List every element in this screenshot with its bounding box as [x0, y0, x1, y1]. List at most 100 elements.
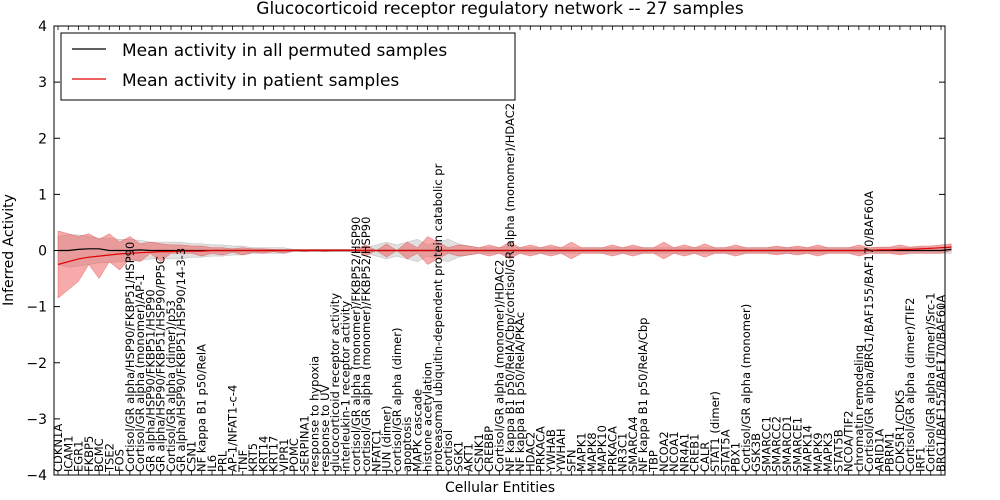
x-category-label: VIPR1 [277, 438, 291, 472]
x-category-label: NR4A1 [677, 433, 691, 472]
series-lines [57, 246, 952, 266]
y-tick-label: −3 [26, 412, 47, 428]
x-category-label: CDK5R1/CDK5 [893, 389, 907, 472]
x-category-label: KRT5 [246, 443, 260, 472]
x-category-label: MAPK1 [575, 432, 589, 472]
x-category-label: TNF [236, 450, 250, 473]
x-category-label: MAPK10 [595, 425, 609, 472]
x-category-label: PBRM1 [883, 432, 897, 472]
x-category-label: cortisol/GR alpha (monomer)/FKBP52/HSP90 [359, 217, 373, 472]
legend-label-patient: Mean activity in patient samples [122, 71, 399, 91]
y-tick-label: −2 [26, 356, 47, 372]
x-category-label: cortisol/GR alpha (dimer) [390, 328, 404, 472]
x-category-label: NF kappa B1 p50/RelA/PKAc [513, 312, 527, 472]
x-category-label: STAT5B [831, 429, 845, 472]
x-category-label: GR alpha/HSP90/FKBP51/HSP90/PP5C [154, 256, 168, 472]
x-category-label: NCOA2 [657, 431, 671, 472]
x-category-label: FOS [113, 449, 127, 472]
x-category-label: response to hypoxia [308, 356, 322, 472]
x-category-label: MAPK3 [821, 432, 835, 472]
legend-label-permuted: Mean activity in all permuted samples [122, 41, 447, 61]
x-category-label: SERPINA1 [297, 415, 311, 472]
x-category-label: cortisol/GR alpha (monomer)/FKBP52/HSP90 [349, 217, 363, 472]
y-tick-label: −1 [26, 300, 47, 316]
x-category-label: NF kappa B1 p50/RelA/Cbp [636, 318, 650, 472]
x-category-label: AP-1/NFAT1-c-4 [226, 385, 240, 472]
x-category-label: HDAC2 [523, 432, 537, 472]
x-category-label: BCMC [92, 438, 106, 472]
x-category-label: GR alpha/HSP90/FKBP51/HSP90 [143, 289, 157, 472]
x-category-label: STAT1 (dimer) [708, 391, 722, 472]
x-category-label: IRF1 [914, 447, 928, 472]
x-category-label: SMARCA4 [626, 416, 640, 472]
x-category-label: cortisol [441, 430, 455, 472]
x-category-label: response to UV [318, 384, 332, 472]
x-category-label: KRT14 [256, 436, 270, 472]
x-category-label: POMC [287, 438, 301, 472]
x-category-label: EGR1 [72, 441, 86, 473]
y-tick-label: 3 [38, 75, 47, 91]
x-category-label: NF kappa B1 p50/RelA/Cbp/cortisol/GR alp… [503, 103, 517, 472]
x-category-label: PBX1 [729, 442, 743, 472]
x-axis-categories: CDKN1AICAM1EGR1FKBP5BCMCTSE2FOSCortisol/… [51, 26, 948, 475]
x-category-label: CALR [698, 442, 712, 472]
x-category-label: Cortisol/GR alpha (dimer)/Src-1 [924, 292, 938, 472]
x-category-label: Cortisol/GR alpha (dimer)/TIF2 [903, 298, 917, 472]
y-tick-label: −4 [26, 468, 47, 484]
x-category-label: YWHAB [544, 429, 558, 473]
x-category-label: ARID1A [872, 429, 886, 472]
x-category-label: GR alpha/HSP90/FKBP51/HSP90/14-3-3 [174, 248, 188, 472]
x-category-label: proteasomal ubiquitin-dependent protein … [431, 163, 445, 472]
x-axis-label: Cellular Entities [445, 480, 555, 496]
x-category-label: BRG1/BAF155/BAF170/BAF60A [934, 295, 948, 472]
x-category-label: MAPK8 [585, 432, 599, 472]
x-category-label: MAPK9 [811, 432, 825, 472]
legend: Mean activity in all permuted samples Me… [60, 32, 516, 101]
x-category-label: SGK1 [451, 441, 465, 472]
x-category-label: MAPK14 [801, 425, 815, 472]
x-category-label: CDKN1A [51, 424, 65, 472]
x-category-label: CSN1 [185, 441, 199, 472]
x-category-label: NCOA1 [667, 431, 681, 472]
x-category-label: JUN (dimer) [380, 405, 394, 473]
x-category-label: NFATC1 [369, 429, 383, 472]
x-category-label: PRKACA [605, 426, 619, 472]
x-category-label: STAT5A [718, 429, 732, 472]
x-category-label: Cortisol/GR alpha (monomer)/AP-1 [133, 274, 147, 472]
x-category-label: AKT1 [462, 443, 476, 472]
x-category-label: YWHAH [554, 428, 568, 473]
line-patient [57, 246, 952, 266]
x-category-label: SFN [564, 449, 578, 472]
x-category-label: NR3C1 [616, 433, 630, 472]
x-category-label: IL6 [205, 455, 219, 472]
x-category-label: Cortisol/GR alpha/HSP90/FKBP51/HSP90 [123, 242, 137, 472]
x-category-label: SMARCD1 [780, 415, 794, 472]
x-category-label: SMARCC2 [770, 416, 784, 472]
y-tick-label: 1 [38, 187, 47, 203]
x-category-label: FKBP5 [82, 436, 96, 472]
x-category-label: MAPK cascade [410, 389, 424, 472]
x-category-label: interleukin-1 receptor activity [339, 301, 353, 472]
x-category-label: KRT17 [267, 436, 281, 472]
x-category-label: PRL [215, 450, 229, 472]
x-category-label: CREB1 [688, 434, 702, 473]
x-category-label: NF kappa B1 p50/RelA [195, 344, 209, 472]
x-category-label: PRKACA [534, 426, 548, 472]
x-category-label: histone acetylation [421, 362, 435, 472]
x-category-label: TBP [647, 450, 661, 473]
x-category-label: TSE2 [102, 443, 116, 473]
x-category-label: SMARCC1 [760, 416, 774, 472]
x-category-label: CSNK1 [472, 433, 486, 472]
y-tick-label: 4 [38, 19, 47, 35]
x-category-label: Cortisol/GR alpha (monomer)/HDAC2 [493, 260, 507, 472]
x-category-label: Cortisol/GR alpha/BRG1/BAF155/BAF170/BAF… [862, 191, 876, 472]
x-category-label: apoptosis [400, 417, 414, 472]
x-category-label: glucocorticoid receptor activity [328, 293, 342, 472]
y-axis-label: Inferred Activity [1, 194, 17, 306]
chart-title: Glucocorticoid receptor regulatory netwo… [256, 0, 744, 19]
legend-box [60, 32, 516, 101]
x-category-label: ICAM1 [61, 435, 75, 472]
y-tick-label: 0 [38, 244, 47, 260]
